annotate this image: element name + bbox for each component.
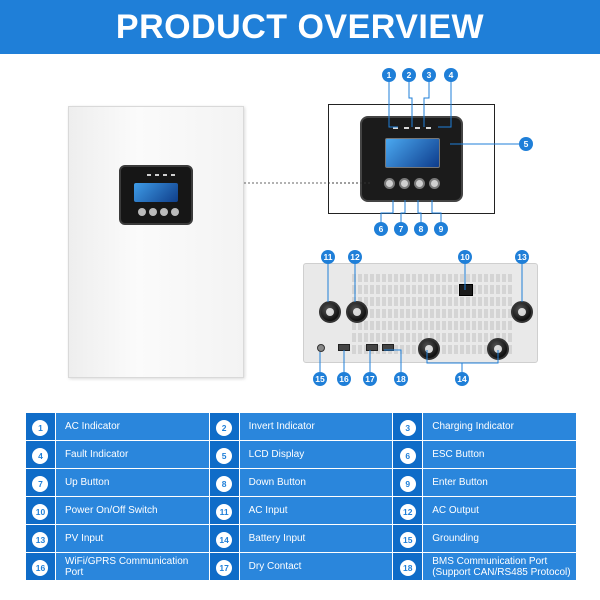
callout-18: 18: [394, 372, 408, 386]
feature-label: Invert Indicator: [238, 412, 394, 441]
callout-4: 4: [444, 68, 458, 82]
callout-10: 10: [458, 250, 472, 264]
feature-label: AC Output: [422, 496, 577, 525]
lcd-screen: [134, 183, 178, 202]
callout-2: 2: [402, 68, 416, 82]
feature-number: 6: [399, 447, 416, 464]
feature-number: 12: [399, 503, 416, 520]
panel-buttons: [138, 208, 179, 216]
callout-16: 16: [337, 372, 351, 386]
feature-number: 16: [32, 559, 49, 576]
feature-number: 8: [216, 475, 233, 492]
feature-number: 3: [399, 419, 416, 436]
zoom-indicator-leds: [393, 127, 431, 129]
callout-7: 7: [394, 222, 408, 236]
feature-number: 2: [216, 419, 233, 436]
feature-number: 9: [399, 475, 416, 492]
ground-screw: [317, 344, 325, 352]
feature-label: WiFi/GPRS Communication Port: [54, 552, 210, 581]
feature-label: Battery Input: [238, 524, 394, 553]
feature-number: 1: [32, 419, 49, 436]
inverter-bottom-image: [303, 263, 538, 363]
zoom-control-panel: [360, 116, 463, 202]
callout-6: 6: [374, 222, 388, 236]
feature-label: Dry Contact: [238, 552, 394, 581]
callout-12: 12: [348, 250, 362, 264]
power-switch: [459, 284, 473, 296]
bms-port: [382, 344, 394, 351]
feature-label: Up Button: [54, 468, 210, 497]
inverter-front-image: [68, 106, 244, 378]
callout-1: 1: [382, 68, 396, 82]
feature-number: 13: [32, 531, 49, 548]
feature-number: 7: [32, 475, 49, 492]
feature-number: 14: [216, 531, 233, 548]
callout-11: 11: [321, 250, 335, 264]
feature-table: 1 AC Indicator 2 Invert Indicator 3 Char…: [25, 412, 577, 581]
callout-17: 17: [363, 372, 377, 386]
table-row: 13 PV Input 14 Battery Input 15 Groundin…: [25, 524, 577, 553]
zoom-panel-buttons: [384, 178, 440, 189]
feature-label: BMS Communication Port (Support CAN/RS48…: [422, 552, 577, 581]
feature-number: 18: [399, 559, 416, 576]
feature-label: Down Button: [238, 468, 394, 497]
panel-zoom-image: [328, 104, 495, 214]
callout-9: 9: [434, 222, 448, 236]
control-panel: [119, 165, 193, 225]
header-banner: PRODUCT OVERVIEW: [0, 0, 600, 54]
feature-number: 11: [216, 503, 233, 520]
indicator-leds: [147, 174, 175, 176]
feature-label: LCD Display: [238, 440, 394, 469]
feature-label: Enter Button: [422, 468, 577, 497]
feature-label: AC Input: [238, 496, 394, 525]
feature-number: 17: [216, 559, 233, 576]
pv-input-terminal: [511, 301, 533, 323]
table-row: 4 Fault Indicator 5 LCD Display 6 ESC Bu…: [25, 440, 577, 469]
battery-positive-terminal: [487, 338, 509, 360]
zoom-lcd-screen: [385, 138, 440, 168]
battery-negative-terminal: [418, 338, 440, 360]
callout-3: 3: [422, 68, 436, 82]
page-title: PRODUCT OVERVIEW: [115, 7, 485, 46]
callout-8: 8: [414, 222, 428, 236]
table-row: 1 AC Indicator 2 Invert Indicator 3 Char…: [25, 412, 577, 441]
feature-number: 15: [399, 531, 416, 548]
feature-number: 5: [216, 447, 233, 464]
table-row: 7 Up Button 8 Down Button 9 Enter Button: [25, 468, 577, 497]
feature-label: Grounding: [422, 524, 577, 553]
dry-contact-port: [366, 344, 378, 351]
callout-13: 13: [515, 250, 529, 264]
feature-label: PV Input: [54, 524, 210, 553]
callout-15: 15: [313, 372, 327, 386]
feature-label: AC Indicator: [54, 412, 210, 441]
wifi-port: [338, 344, 350, 351]
feature-number: 10: [32, 503, 49, 520]
table-row: 16 WiFi/GPRS Communication Port 17 Dry C…: [25, 552, 577, 581]
callout-5: 5: [519, 137, 533, 151]
callout-14: 14: [455, 372, 469, 386]
feature-label: Power On/Off Switch: [54, 496, 210, 525]
feature-label: ESC Button: [422, 440, 577, 469]
feature-label: Fault Indicator: [54, 440, 210, 469]
table-row: 10 Power On/Off Switch 11 AC Input 12 AC…: [25, 496, 577, 525]
feature-label: Charging Indicator: [422, 412, 577, 441]
ac-output-terminal: [346, 301, 368, 323]
ac-input-terminal: [319, 301, 341, 323]
feature-number: 4: [32, 447, 49, 464]
